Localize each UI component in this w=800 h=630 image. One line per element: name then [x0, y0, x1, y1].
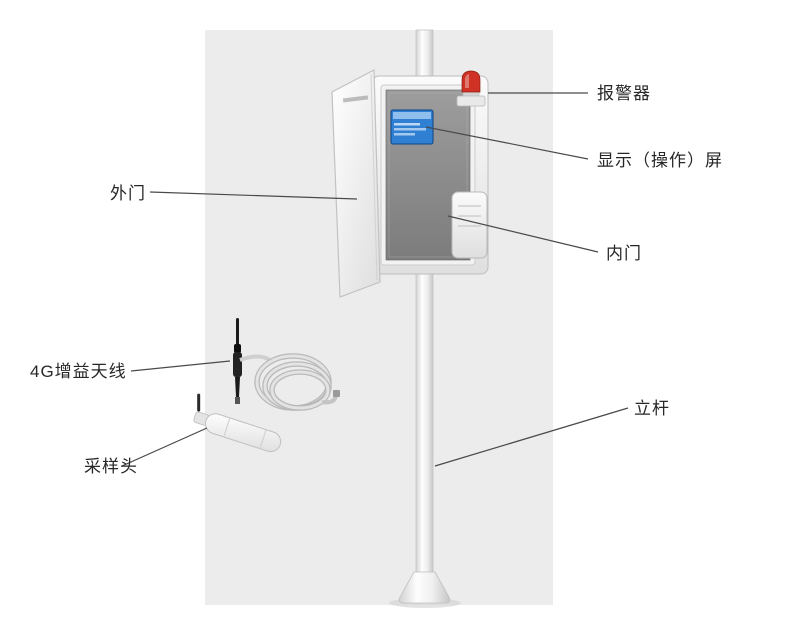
leader-line-inner-door [447, 215, 599, 253]
leader-line-pole [434, 407, 629, 467]
label-outer-door: 外门 [110, 184, 146, 203]
leader-line-outer-door [149, 191, 358, 200]
label-display-screen: 显示（操作）屏 [597, 151, 723, 170]
display-screen [390, 109, 434, 145]
sampling-head [193, 393, 282, 453]
label-inner-door: 内门 [606, 244, 642, 263]
leader-line-sampling-head [121, 427, 208, 467]
outer-door [331, 69, 381, 298]
leader-line-screen [425, 126, 589, 160]
alarm-beacon [456, 70, 486, 107]
cabinet [371, 75, 489, 275]
label-alarm: 报警器 [597, 84, 651, 103]
side-module [451, 191, 488, 259]
leader-lines [121, 92, 629, 467]
leader-line-antenna [130, 360, 231, 372]
label-pole: 立杆 [634, 399, 670, 418]
label-antenna-4g: 4G增益天线 [30, 362, 127, 381]
antenna-4g [233, 318, 340, 411]
label-sampling-head: 采样头 [84, 457, 138, 476]
